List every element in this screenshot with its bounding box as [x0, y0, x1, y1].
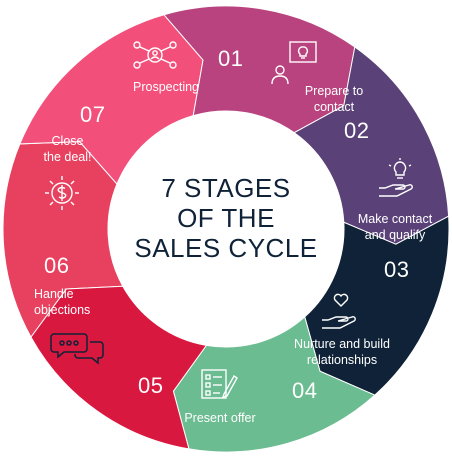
stage-05-number: 05 — [138, 373, 164, 398]
speech-bubbles-icon — [50, 333, 104, 365]
stage-01-label: Prospecting — [133, 80, 200, 94]
stage-03-number: 03 — [384, 257, 410, 282]
center-circle — [108, 111, 344, 347]
hand-heart-icon — [322, 293, 356, 329]
stage-04-number: 04 — [292, 378, 318, 403]
stage-04-label: Nurture and build relationships — [294, 337, 390, 368]
stage-07-label: Close the deal! — [43, 134, 92, 165]
stage-02-label: Prepare to contact — [304, 84, 364, 115]
presentation-lightbulb-icon — [271, 41, 317, 85]
stage-06-number: 06 — [44, 253, 70, 278]
stage-02-number: 02 — [344, 118, 370, 143]
stage-05-label: Present offer — [184, 411, 256, 425]
checklist-pen-icon — [201, 369, 238, 399]
hand-lightbulb-icon — [379, 158, 413, 197]
network-people-icon — [133, 41, 177, 69]
dollar-coin-icon — [45, 176, 79, 210]
stage-06-label: Handle objections — [34, 287, 91, 318]
stage-03-label: Make contact and qualify — [357, 212, 433, 243]
stage-07-number: 07 — [80, 102, 106, 127]
diagram-title: 7 STAGES OF THE SALES CYCLE — [134, 173, 318, 263]
stage-01-number: 01 — [218, 46, 244, 71]
